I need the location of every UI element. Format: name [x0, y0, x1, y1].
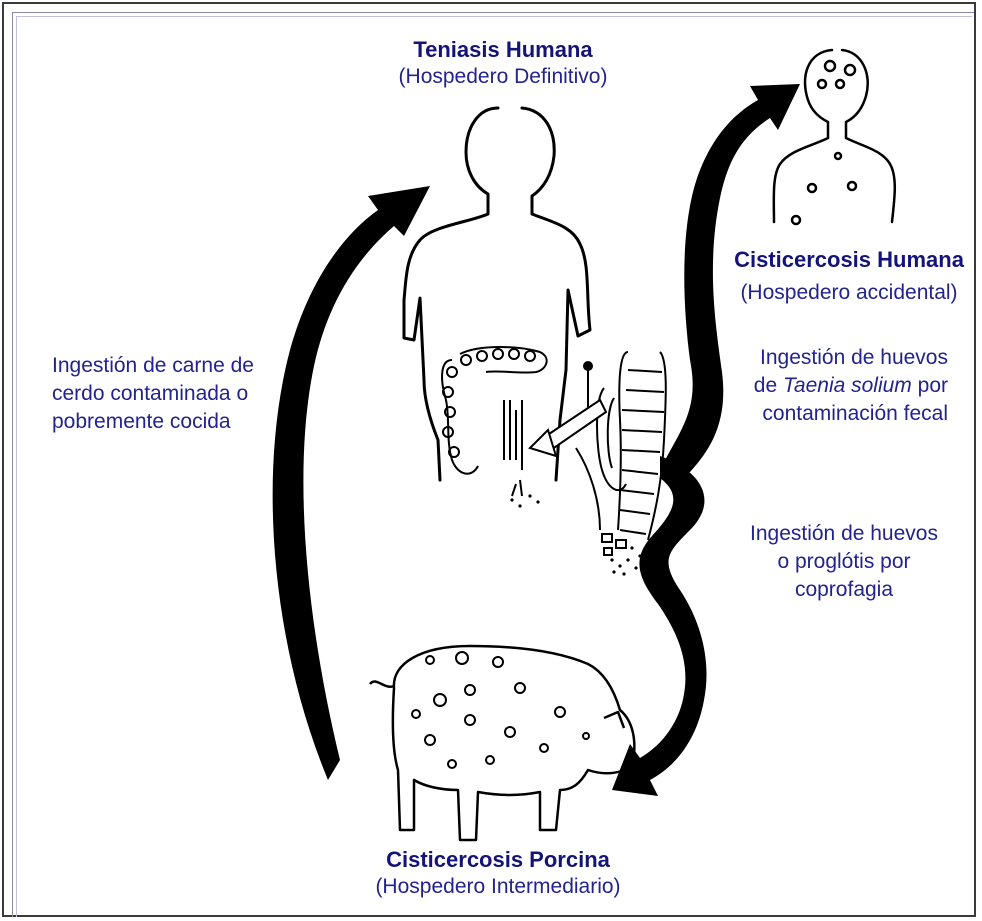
- human-accidental-figure: [774, 50, 895, 224]
- accidental-subtitle: (Hospedero accidental): [724, 280, 974, 306]
- note-line: Ingestión de carne de: [52, 352, 254, 380]
- note-line: pobremente cocida: [52, 408, 254, 436]
- accidental-title: Cisticercosis Humana: [724, 246, 974, 274]
- node-definitive-label: Teniasis Humana (Hospedero Definitivo): [388, 36, 618, 90]
- tapeworm-figure: [510, 352, 665, 576]
- note-line: Ingestión de huevos: [738, 344, 948, 372]
- note-text: de: [754, 374, 783, 397]
- edge-pig-to-human-note: Ingestión de carne de cerdo contaminada …: [52, 352, 254, 436]
- species-name: Taenia solium: [783, 374, 912, 397]
- note-line: o proglótis por: [736, 548, 952, 576]
- edge-human-to-accidental-note: Ingestión de huevos de Taenia solium por…: [738, 344, 948, 428]
- arrow-human-to-pig: [612, 456, 707, 796]
- edge-human-to-pig-note: Ingestión de huevos o proglótis por copr…: [736, 520, 952, 604]
- intermediate-title: Cisticercosis Porcina: [348, 846, 648, 874]
- note-line: contaminación fecal: [738, 400, 948, 428]
- note-line: cerdo contaminada o: [52, 380, 254, 408]
- definitive-subtitle: (Hospedero Definitivo): [388, 64, 618, 90]
- pig-figure: [370, 646, 634, 840]
- node-intermediate-label: Cisticercosis Porcina (Hospedero Interme…: [348, 846, 648, 900]
- note-line: coprofagia: [736, 576, 952, 604]
- note-line: Ingestión de huevos: [736, 520, 952, 548]
- intermediate-subtitle: (Hospedero Intermediario): [348, 874, 648, 900]
- worm-to-intestine-arrow: [530, 400, 606, 530]
- note-line-italic-row: de Taenia solium por: [738, 372, 948, 400]
- definitive-title: Teniasis Humana: [388, 36, 618, 64]
- intestine-figure: [442, 347, 547, 496]
- node-accidental-label: Cisticercosis Humana (Hospedero accident…: [724, 246, 974, 306]
- note-text: por: [912, 374, 948, 397]
